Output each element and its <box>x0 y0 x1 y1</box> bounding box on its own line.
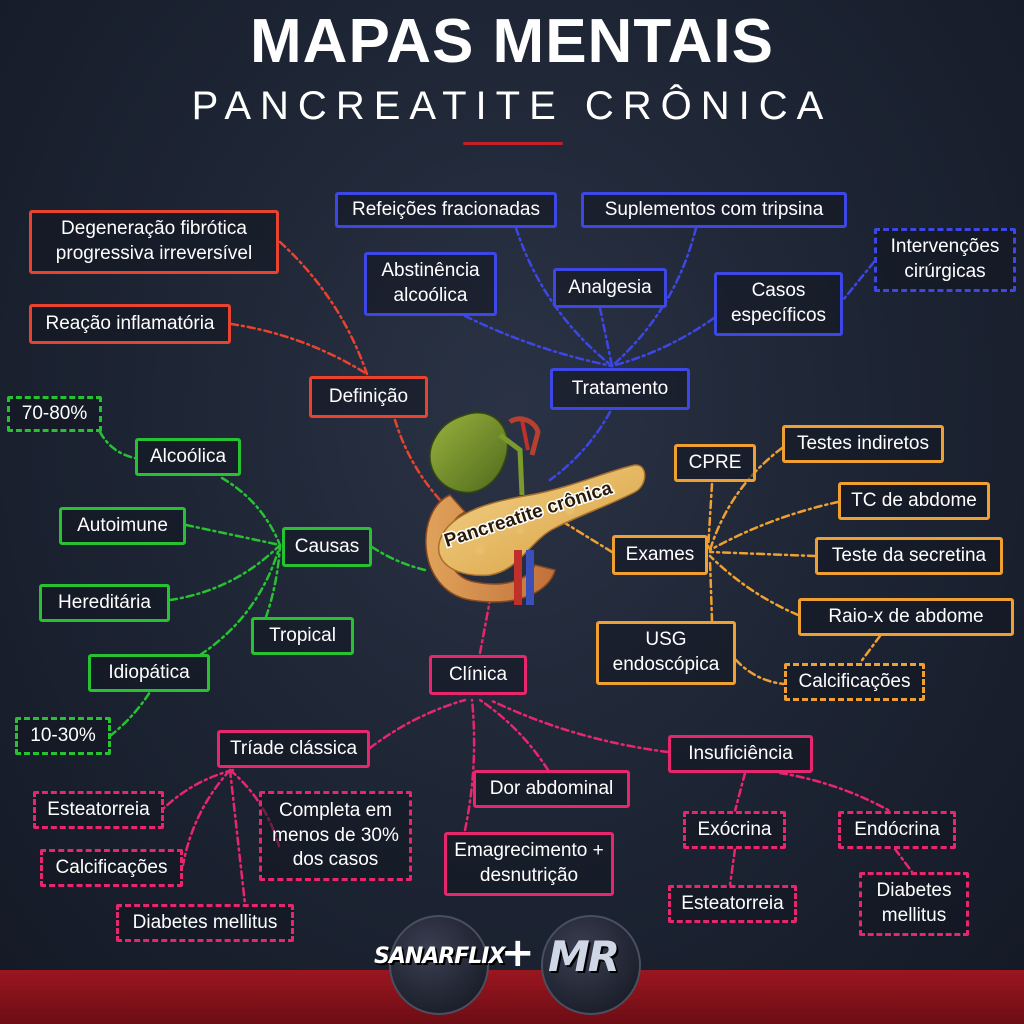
connector-clin-hub <box>478 598 492 655</box>
node-suplementos-tripsina: Suplementos com tripsina <box>581 192 847 228</box>
node-emagrecimento: Emagrecimento + desnutrição <box>444 832 614 896</box>
connector-clin-2 <box>463 698 476 832</box>
node-idiopatica: Idiopática <box>88 654 210 692</box>
node-raio-x-abdome: Raio-x de abdome <box>798 598 1014 636</box>
node-completa-30: Completa em menos de 30% dos casos <box>259 791 412 881</box>
node-alcoolica: Alcoólica <box>135 438 241 476</box>
connector-trat-hub <box>548 410 612 482</box>
connector-exam-4 <box>708 550 817 558</box>
node-casos-especificos: Casos específicos <box>714 272 843 336</box>
connector-causa-1 <box>98 430 137 460</box>
connector-exam-2 <box>708 446 784 552</box>
node-teste-secretina: Teste da secretina <box>815 537 1003 575</box>
node-calcificacoes-exames: Calcificações <box>784 663 925 701</box>
connector-clin-12 <box>893 847 914 874</box>
node-70-80: 70-80% <box>7 396 102 432</box>
node-esteatorreia-triade: Esteatorreia <box>33 791 164 829</box>
connector-causa-2 <box>220 476 282 547</box>
hub-causas: Causas <box>282 527 372 567</box>
node-diabetes-triade: Diabetes mellitus <box>116 904 294 942</box>
node-testes-indiretos: Testes indiretos <box>782 425 944 463</box>
connector-causa-7 <box>108 690 152 738</box>
connector-clin-3 <box>478 698 550 772</box>
mr-logo: MR <box>548 932 620 981</box>
node-endocrina: Endócrina <box>838 811 956 849</box>
sanarflix-logo-circle <box>389 915 489 1015</box>
node-intervencoes-cirurgicas: Intervenções cirúrgicas <box>874 228 1016 292</box>
plus-sign: + <box>501 930 535 976</box>
hub-clinica: Clínica <box>429 655 527 695</box>
node-esteatorreia-insuf: Esteatorreia <box>668 885 797 923</box>
connector-clin-5 <box>162 768 235 810</box>
title-underline <box>463 142 563 145</box>
connector-def-2 <box>229 322 369 376</box>
mr-logo-circle <box>541 915 641 1015</box>
connector-causa-5 <box>264 543 282 619</box>
page-subtitle: PANCREATITE CRÔNICA <box>191 84 833 128</box>
node-tropical: Tropical <box>251 617 354 655</box>
connector-exam-5 <box>708 554 800 617</box>
connector-trat-3 <box>463 314 614 368</box>
hub-definicao: Definição <box>309 376 428 418</box>
node-autoimune: Autoimune <box>59 507 186 545</box>
connector-causa-3 <box>184 523 282 547</box>
node-hereditaria: Hereditária <box>39 584 170 622</box>
connector-exam-8 <box>858 634 882 665</box>
footer-band <box>0 970 1024 1024</box>
connector-clin-6 <box>181 768 232 867</box>
node-refeicoes-fracionadas: Refeições fracionadas <box>335 192 557 228</box>
connector-clin-4 <box>488 698 670 754</box>
connector-clin-10 <box>778 771 892 813</box>
pancreas-illustration: Pancreatite crônica <box>425 412 646 605</box>
node-triade-classica: Tríade clássica <box>217 730 370 768</box>
connector-clin-1 <box>368 698 467 750</box>
connector-def-hub <box>393 418 442 502</box>
node-cpre: CPRE <box>674 444 756 482</box>
connector-exam-1 <box>706 482 714 552</box>
node-reacao-inflamatoria: Reação inflamatória <box>29 304 231 344</box>
hub-exames: Exames <box>612 535 708 575</box>
connector-exam-3 <box>708 500 840 552</box>
connector-trat-5 <box>610 316 716 368</box>
page-title: MAPAS MENTAIS <box>250 7 774 76</box>
connector-clin-9 <box>733 771 747 813</box>
node-degeneracao: Degeneração fibrótica progressiva irreve… <box>29 210 279 274</box>
node-analgesia: Analgesia <box>553 268 667 308</box>
node-insuficiencia: Insuficiência <box>668 735 813 773</box>
connector-exam-6 <box>708 558 714 623</box>
node-calcificacoes-triade: Calcificações <box>40 849 183 887</box>
node-diabetes-insuf: Diabetes mellitus <box>859 872 969 936</box>
sanarflix-logo: SANARFLIX <box>374 944 505 969</box>
node-10-30: 10-30% <box>15 717 111 755</box>
connector-causa-4 <box>168 543 282 602</box>
connector-clin-7 <box>228 768 247 906</box>
connector-causa-6 <box>198 543 282 657</box>
node-abstinencia-alcoolica: Abstinência alcoólica <box>364 252 497 316</box>
node-usg-endoscopica: USG endoscópica <box>596 621 736 685</box>
node-exocrina: Exócrina <box>683 811 786 849</box>
connector-def-1 <box>278 240 369 376</box>
connector-clin-11 <box>728 847 737 887</box>
connector-trat-4 <box>598 306 614 368</box>
node-dor-abdominal: Dor abdominal <box>473 770 630 808</box>
connector-causa-hub <box>370 545 427 572</box>
connector-exam-7 <box>734 658 786 686</box>
connector-trat-6 <box>841 260 876 302</box>
node-tc-abdome: TC de abdome <box>838 482 990 520</box>
hub-tratamento: Tratamento <box>550 368 690 410</box>
